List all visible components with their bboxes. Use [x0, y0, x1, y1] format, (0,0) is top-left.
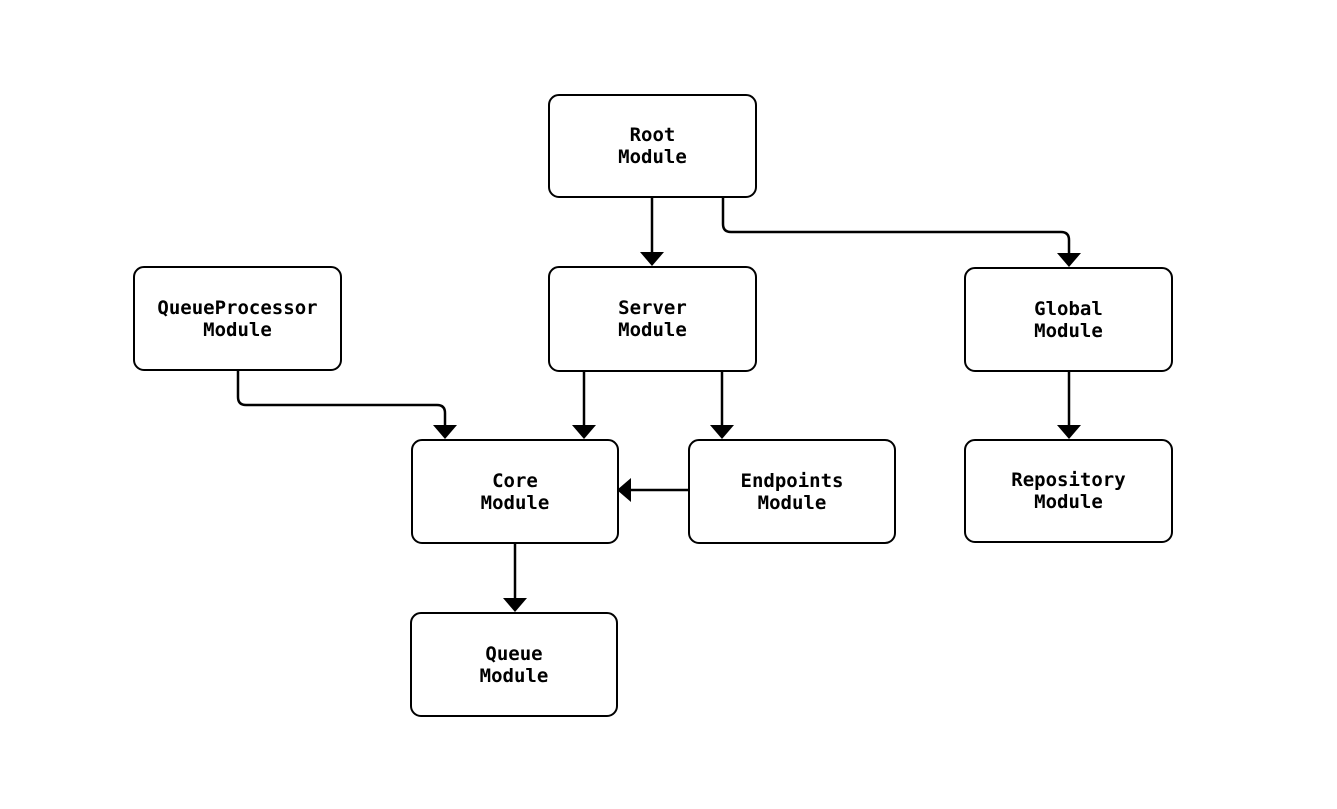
node-queueprocessor-module: QueueProcessor Module [133, 266, 342, 371]
node-queue-module: Queue Module [410, 612, 618, 717]
node-label: QueueProcessor Module [157, 296, 318, 341]
node-label: Repository Module [1011, 469, 1126, 513]
edge-server-to-endpoints [710, 372, 734, 439]
node-label: Root Module [618, 124, 687, 168]
edge-line [721, 198, 1071, 253]
edge-line [236, 371, 447, 425]
node-root-module: Root Module [548, 94, 757, 198]
edge-queueprocessor-to-core [236, 371, 457, 439]
node-label: Server Module [618, 297, 687, 341]
edge-endpoints-to-core [617, 478, 688, 502]
arrowhead-icon [572, 425, 596, 439]
node-label: Global Module [1034, 297, 1103, 342]
edge-root-to-server [640, 198, 664, 266]
edge-core-to-queue [503, 544, 527, 612]
arrowhead-icon [1057, 253, 1081, 267]
node-label: Endpoints Module [740, 469, 844, 514]
node-endpoints-module: Endpoints Module [688, 439, 896, 544]
arrowhead-icon [1057, 425, 1081, 439]
edge-server-to-core [572, 372, 596, 439]
arrowhead-icon [640, 252, 664, 266]
edge-root-to-global [721, 198, 1081, 267]
arrowhead-icon [617, 478, 631, 502]
node-core-module: Core Module [411, 439, 619, 544]
edge-global-to-repository [1057, 372, 1081, 439]
node-server-module: Server Module [548, 266, 757, 372]
arrowhead-icon [503, 598, 527, 612]
node-label: Core Module [480, 469, 550, 514]
arrowhead-icon [433, 425, 457, 439]
node-global-module: Global Module [964, 267, 1173, 372]
node-repository-module: Repository Module [964, 439, 1173, 543]
arrowhead-icon [710, 425, 734, 439]
node-label: Queue Module [479, 642, 549, 687]
